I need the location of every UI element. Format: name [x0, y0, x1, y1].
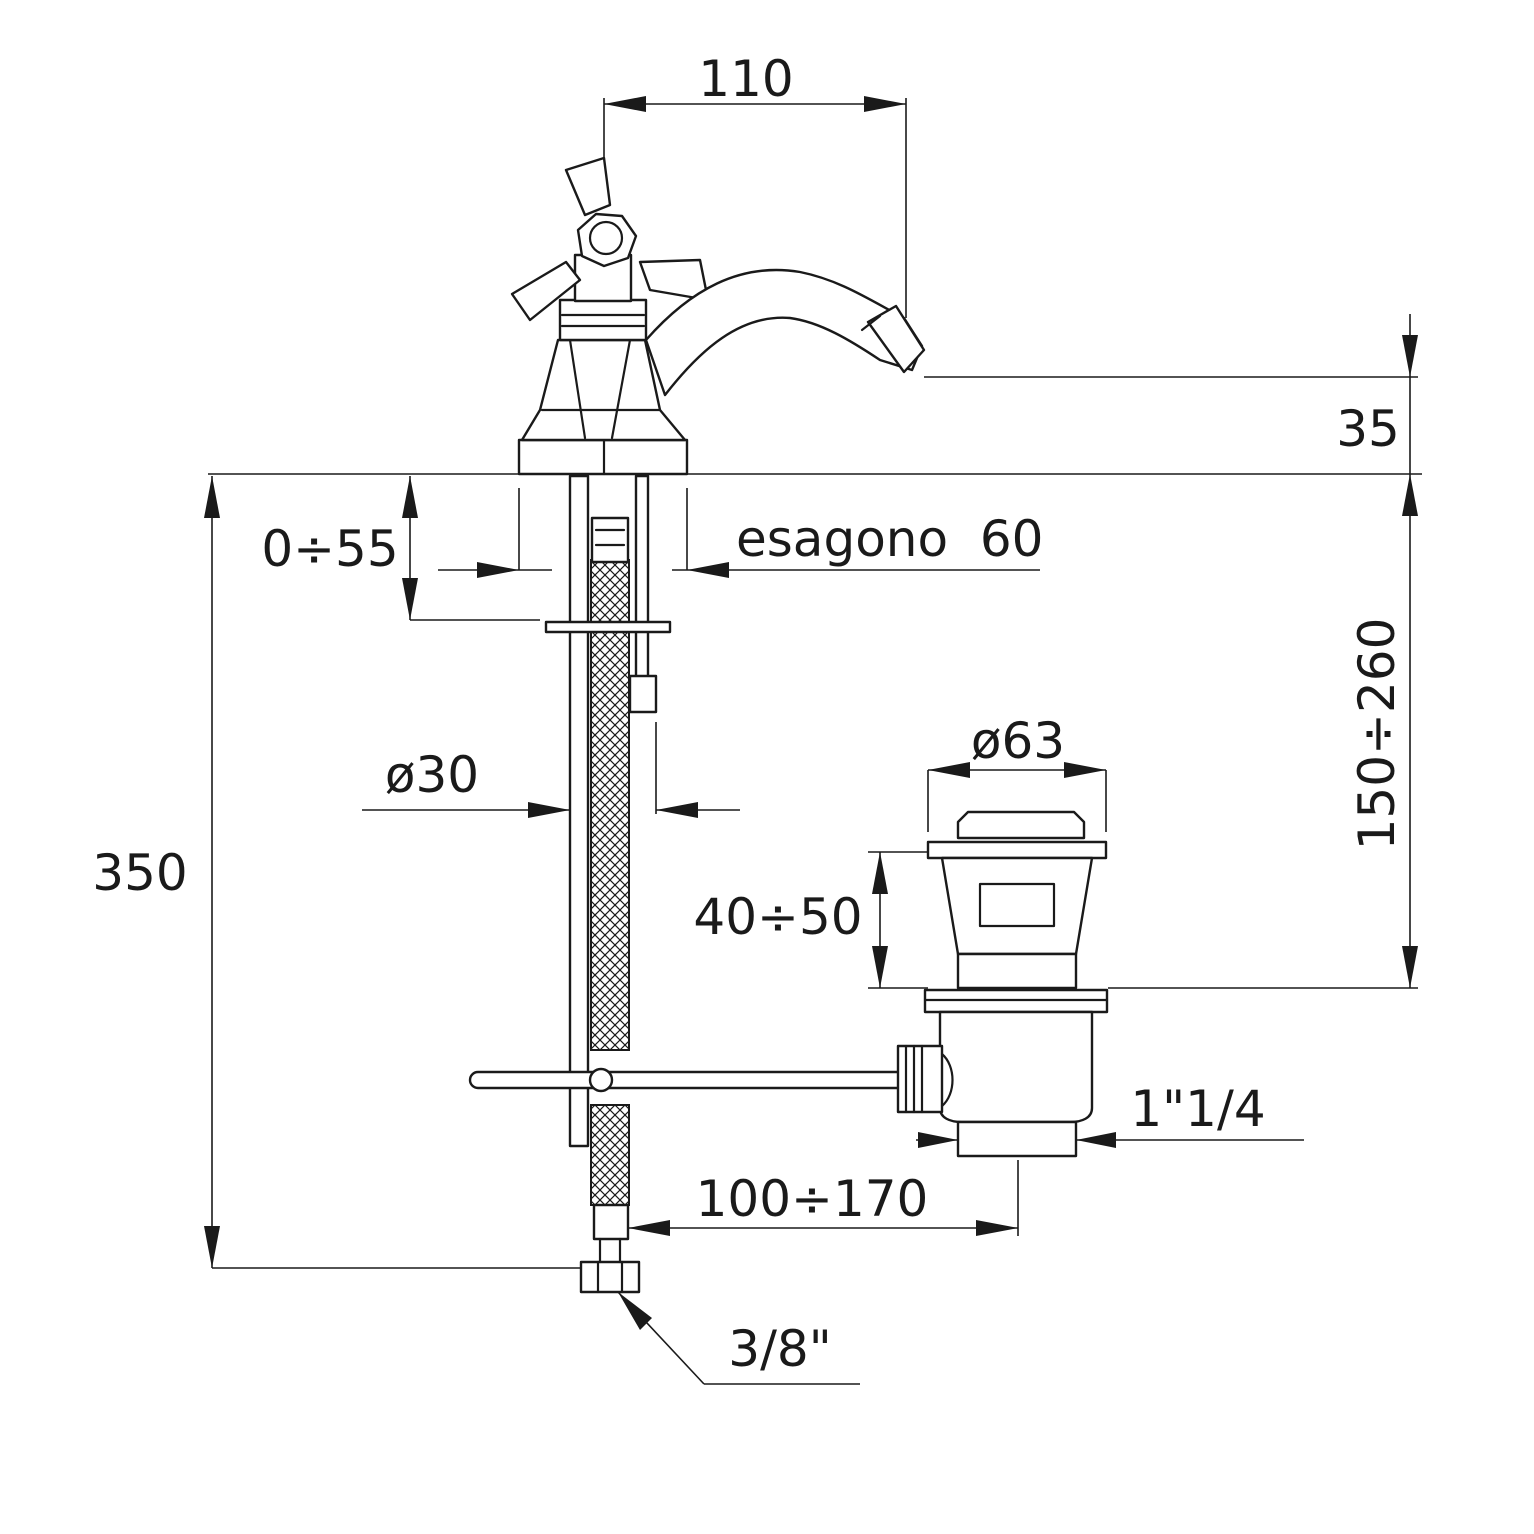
hose-nut	[579, 1260, 641, 1294]
threaded-shank	[568, 474, 590, 1148]
aerator	[866, 304, 926, 374]
flexible-hose	[590, 559, 630, 1051]
pop-up-rod	[468, 1070, 908, 1090]
pop-up-waste	[896, 810, 1109, 1158]
label-pipe-diameter: ø30	[385, 746, 479, 804]
label-hexagon: esagono 60	[736, 510, 1043, 568]
label-deck-thickness: 0÷55	[261, 520, 398, 578]
under-deck-assembly	[468, 474, 908, 1294]
label-plug-range: 40÷50	[693, 888, 862, 946]
label-spout-reach: 110	[698, 50, 793, 108]
label-adjust-range: 150÷260	[1348, 618, 1406, 851]
label-waste-thread: 1"1/4	[1130, 1080, 1265, 1138]
label-plug-diameter: ø63	[971, 712, 1065, 770]
dimension-labels: 110 35 0÷55 esagono 60 150÷260 ø30 350 ø…	[92, 50, 1406, 1378]
lift-rod-tube	[634, 474, 650, 680]
label-total-height: 350	[92, 844, 187, 902]
waste-body	[938, 1010, 1094, 1124]
collar	[558, 298, 648, 342]
label-connection: 3/8"	[728, 1320, 831, 1378]
faucet-body	[510, 156, 926, 476]
label-rod-distance: 100÷170	[696, 1170, 929, 1228]
label-spout-height: 35	[1336, 400, 1400, 458]
dimension-lines	[204, 96, 1422, 1385]
cross-handle	[510, 156, 710, 322]
locking-washer	[544, 620, 672, 634]
drain-plug	[956, 810, 1086, 840]
